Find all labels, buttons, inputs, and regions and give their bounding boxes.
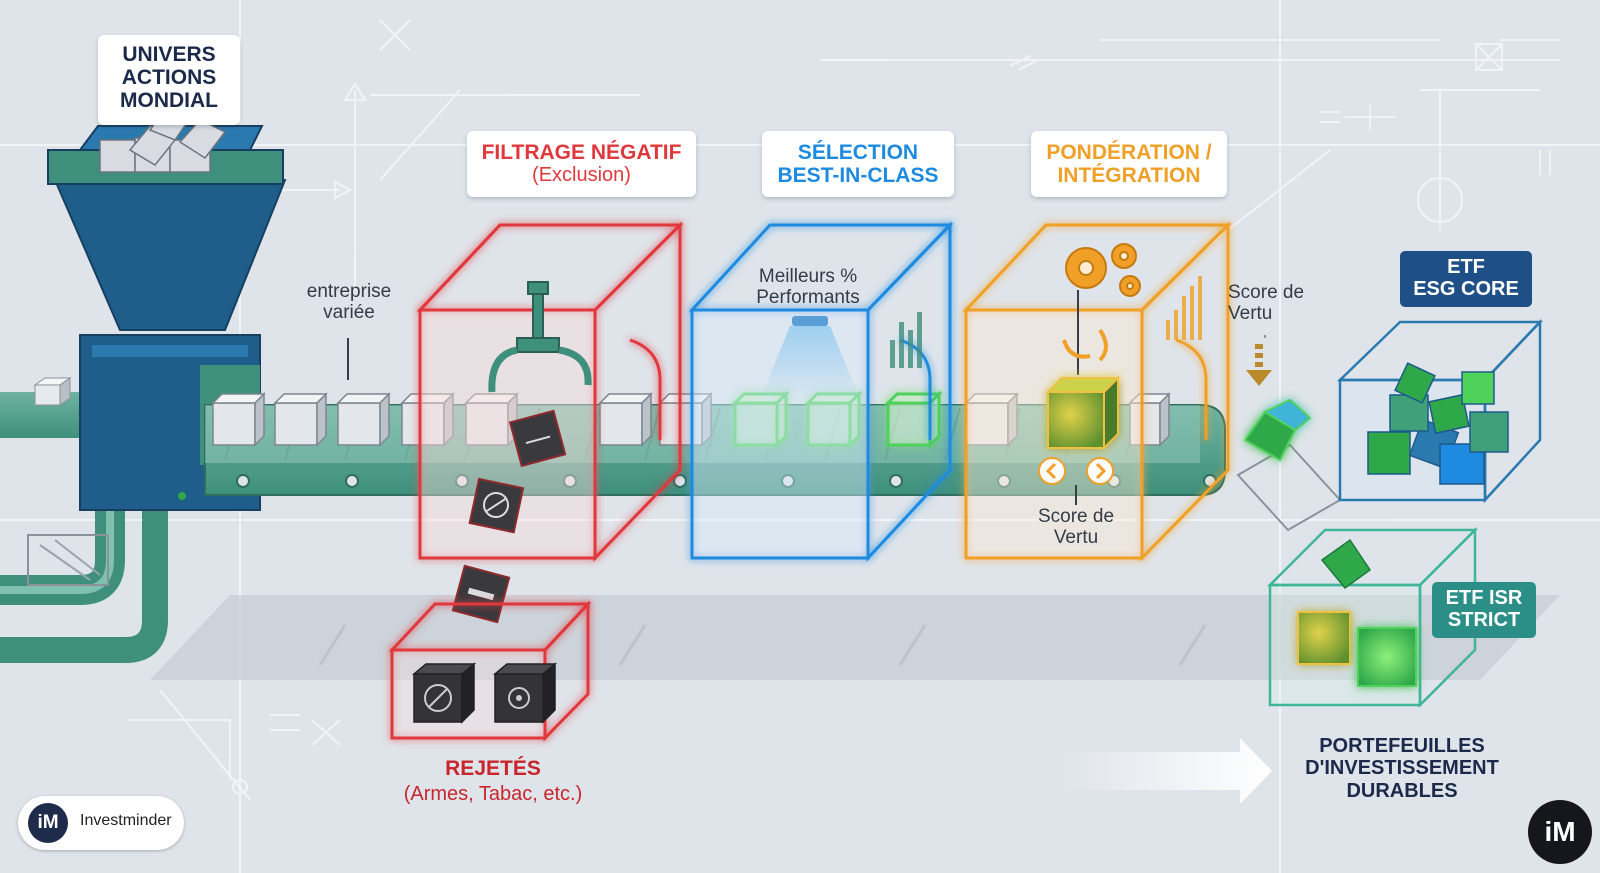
corner-logo-icon: iM (1528, 800, 1592, 864)
univers-title: UNIVERS ACTIONS MONDIAL (120, 43, 218, 113)
brand-pill[interactable]: iM Investminder (18, 796, 184, 850)
output-arrow (1060, 738, 1272, 804)
score-bottom-label: Score de Vertu (1037, 506, 1115, 549)
ponderation-title: PONDÉRATION / INTÉGRATION (1046, 141, 1212, 188)
entreprise-label: entreprise variée (306, 281, 392, 324)
gold-cube (1045, 375, 1121, 451)
esg-core-cubes (1367, 362, 1509, 485)
rejected-cubes (451, 409, 567, 624)
rejected-title: REJETÉS (445, 757, 541, 780)
right-arrow-button (1086, 457, 1114, 485)
ponderation-card: PONDÉRATION / INTÉGRATION (1031, 131, 1227, 197)
left-arrow-button (1038, 457, 1066, 485)
filtrage-subtitle: (Exclusion) (532, 164, 631, 187)
univers-card: UNIVERS ACTIONS MONDIAL (98, 35, 240, 125)
brand-name: Investminder (80, 812, 172, 829)
pipes (0, 435, 168, 663)
brand-logo-icon: iM (28, 803, 68, 843)
bin-cubes (411, 662, 558, 724)
isr-strict-badge: ETF ISR STRICT (1432, 582, 1536, 638)
filtrage-box (416, 221, 684, 562)
exit-chute (1236, 443, 1342, 532)
filtrage-card: FILTRAGE NÉGATIF (Exclusion) (467, 131, 696, 197)
portfolio-label: PORTEFEUILLES D'INVESTISSEMENT DURABLES (1305, 735, 1499, 802)
rejected-subtitle: (Armes, Tabac, etc.) (403, 783, 583, 805)
meilleurs-label: Meilleurs % Performants (756, 266, 860, 309)
dashed-down-arrow (1246, 344, 1272, 386)
gears-icon (1065, 243, 1141, 297)
esg-core-badge: ETF ESG CORE (1400, 251, 1532, 307)
bar-chart-icon (890, 312, 922, 368)
score-right-label: Score de Vertu (1228, 282, 1305, 325)
isr-strict-cubes (1297, 538, 1417, 687)
rotate-arrows-icon (1062, 328, 1108, 362)
intake-cube (33, 377, 72, 406)
selection-title: SÉLECTION BEST-IN-CLASS (777, 141, 939, 188)
scanner-head (792, 316, 828, 326)
filtrage-title: FILTRAGE NÉGATIF (481, 141, 682, 164)
trend-icon (1166, 276, 1202, 340)
falling-green-cube (1243, 398, 1312, 462)
scanner-light (760, 326, 860, 400)
robot-claw (488, 281, 592, 393)
selection-card: SÉLECTION BEST-IN-CLASS (762, 131, 954, 197)
